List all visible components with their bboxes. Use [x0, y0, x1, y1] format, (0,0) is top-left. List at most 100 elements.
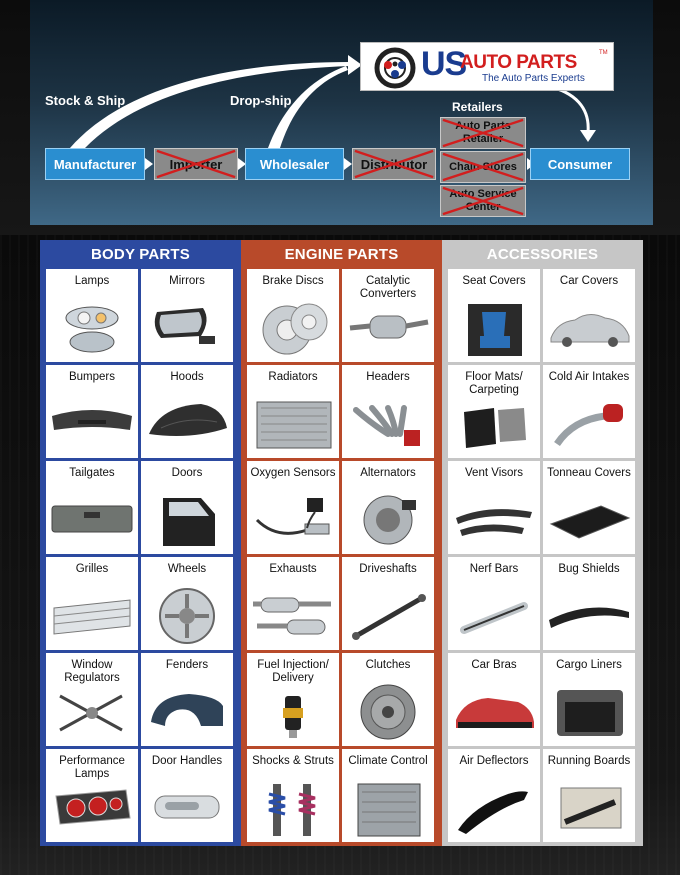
part-label: Headers — [366, 371, 410, 383]
part-tile[interactable]: Wheels — [141, 557, 233, 650]
part-tile[interactable]: Seat Covers — [448, 269, 540, 362]
part-tile[interactable]: Fuel Injection/ Delivery — [247, 653, 339, 746]
floor-mat-icon — [464, 408, 526, 448]
part-tile[interactable]: Cargo Liners — [543, 653, 635, 746]
part-tile[interactable]: Nerf Bars — [448, 557, 540, 650]
hood-icon — [149, 404, 227, 436]
part-tile[interactable]: Shocks & Struts — [247, 749, 339, 842]
manufacturer-box: Manufacturer — [45, 148, 145, 180]
part-label: Hoods — [170, 371, 204, 383]
part-label: Clutches — [365, 659, 411, 671]
cross-out-icon — [442, 186, 524, 216]
grille-icon — [53, 599, 131, 635]
part-label: Bumpers — [68, 371, 116, 383]
wheel-icon — [159, 588, 215, 644]
consumer-label: Consumer — [547, 156, 613, 172]
part-label: Fuel Injection/ Delivery — [257, 659, 329, 684]
cargo-liner-icon — [557, 690, 623, 736]
part-label: Car Bras — [471, 659, 517, 671]
part-tile[interactable]: Headers — [342, 365, 434, 458]
part-label: Grilles — [75, 563, 109, 575]
performance-lamp-icon — [55, 789, 131, 825]
part-tile[interactable]: Doors — [141, 461, 233, 554]
fuel-injector-icon — [283, 696, 303, 738]
part-tile[interactable]: Floor Mats/ Carpeting — [448, 365, 540, 458]
part-tile[interactable]: Fenders — [141, 653, 233, 746]
part-tile[interactable]: Driveshafts — [342, 557, 434, 650]
vent-visor-icon — [456, 509, 532, 536]
radiator-icon — [256, 401, 332, 449]
part-tile[interactable]: Climate Control — [342, 749, 434, 842]
logo-us-text: US — [421, 45, 467, 83]
wholesaler-box: Wholesaler — [245, 148, 344, 180]
part-label: Cold Air Intakes — [548, 371, 630, 383]
part-label: Shocks & Struts — [252, 755, 334, 767]
part-tile[interactable]: Bug Shields — [543, 557, 635, 650]
part-label: Wheels — [167, 563, 207, 575]
distributor-box: Distributor — [352, 148, 436, 180]
header-icon — [353, 405, 420, 446]
part-tile[interactable]: Oxygen Sensors — [247, 461, 339, 554]
part-tile[interactable]: Mirrors — [141, 269, 233, 362]
seat-cover-icon — [468, 304, 522, 356]
part-tile[interactable]: Grilles — [46, 557, 138, 650]
stock-ship-label: Stock & Ship — [45, 93, 126, 108]
oxygen-sensor-icon — [255, 498, 330, 535]
part-label: Tailgates — [69, 467, 115, 479]
part-tile[interactable]: Car Bras — [448, 653, 540, 746]
retailers-label: Retailers — [452, 100, 503, 114]
part-tile[interactable]: Exhausts — [247, 557, 339, 650]
part-tile[interactable]: Running Boards — [543, 749, 635, 842]
cross-out-icon — [354, 149, 434, 179]
part-tile[interactable]: Vent Visors — [448, 461, 540, 554]
exhaust-icon — [253, 597, 331, 635]
part-tile[interactable]: Lamps — [46, 269, 138, 362]
part-label: Radiators — [268, 371, 318, 383]
part-label: Vent Visors — [465, 467, 523, 479]
car-bra-icon — [456, 698, 534, 728]
tailgate-icon — [51, 505, 133, 533]
part-tile[interactable]: Tonneau Covers — [543, 461, 635, 554]
part-tile[interactable]: Car Covers — [543, 269, 635, 362]
driveshaft-icon — [352, 594, 426, 640]
logo-tagline: The Auto Parts Experts — [482, 73, 585, 84]
part-tile[interactable]: Bumpers — [46, 365, 138, 458]
flow-arrow-1 — [145, 158, 153, 170]
us-auto-parts-logo[interactable]: US AUTO PARTS TM The Auto Parts Experts — [360, 42, 614, 91]
headlamp-icon — [65, 306, 119, 353]
cross-out-icon — [442, 152, 524, 182]
part-label: Running Boards — [547, 755, 631, 767]
column-header: BODY PARTS — [91, 245, 190, 263]
part-tile[interactable]: Catalytic Converters — [342, 269, 434, 362]
part-label: Catalytic Converters — [359, 275, 417, 300]
part-tile[interactable]: Radiators — [247, 365, 339, 458]
tonneau-cover-icon — [549, 505, 631, 539]
part-tile[interactable]: Door Handles — [141, 749, 233, 842]
air-deflector-icon — [458, 791, 528, 834]
part-tile[interactable]: Performance Lamps — [46, 749, 138, 842]
part-tile[interactable]: Tailgates — [46, 461, 138, 554]
part-label: Nerf Bars — [469, 563, 519, 575]
flow-arrow-2 — [238, 158, 246, 170]
retailer-service-box: Auto Service Center — [440, 185, 526, 217]
part-label: Floor Mats/ Carpeting — [465, 371, 523, 396]
column-header: ACCESSORIES — [486, 245, 599, 263]
part-tile[interactable]: Window Regulators — [46, 653, 138, 746]
part-label: Car Covers — [559, 275, 619, 287]
part-tile[interactable]: Brake Discs — [247, 269, 339, 362]
bumper-icon — [52, 410, 132, 430]
flow-curve-arrows — [70, 55, 596, 148]
part-tile[interactable]: Clutches — [342, 653, 434, 746]
part-tile[interactable]: Cold Air Intakes — [543, 365, 635, 458]
part-tile[interactable]: Air Deflectors — [448, 749, 540, 842]
consumer-box: Consumer — [530, 148, 630, 180]
drop-ship-label: Drop-ship — [230, 93, 292, 108]
steering-wheel-icon — [374, 47, 416, 89]
part-label: Fenders — [165, 659, 209, 671]
flow-arrow-3 — [344, 158, 352, 170]
part-label: Oxygen Sensors — [250, 467, 336, 479]
part-tile[interactable]: Hoods — [141, 365, 233, 458]
part-tile[interactable]: Alternators — [342, 461, 434, 554]
part-label: Doors — [171, 467, 203, 479]
